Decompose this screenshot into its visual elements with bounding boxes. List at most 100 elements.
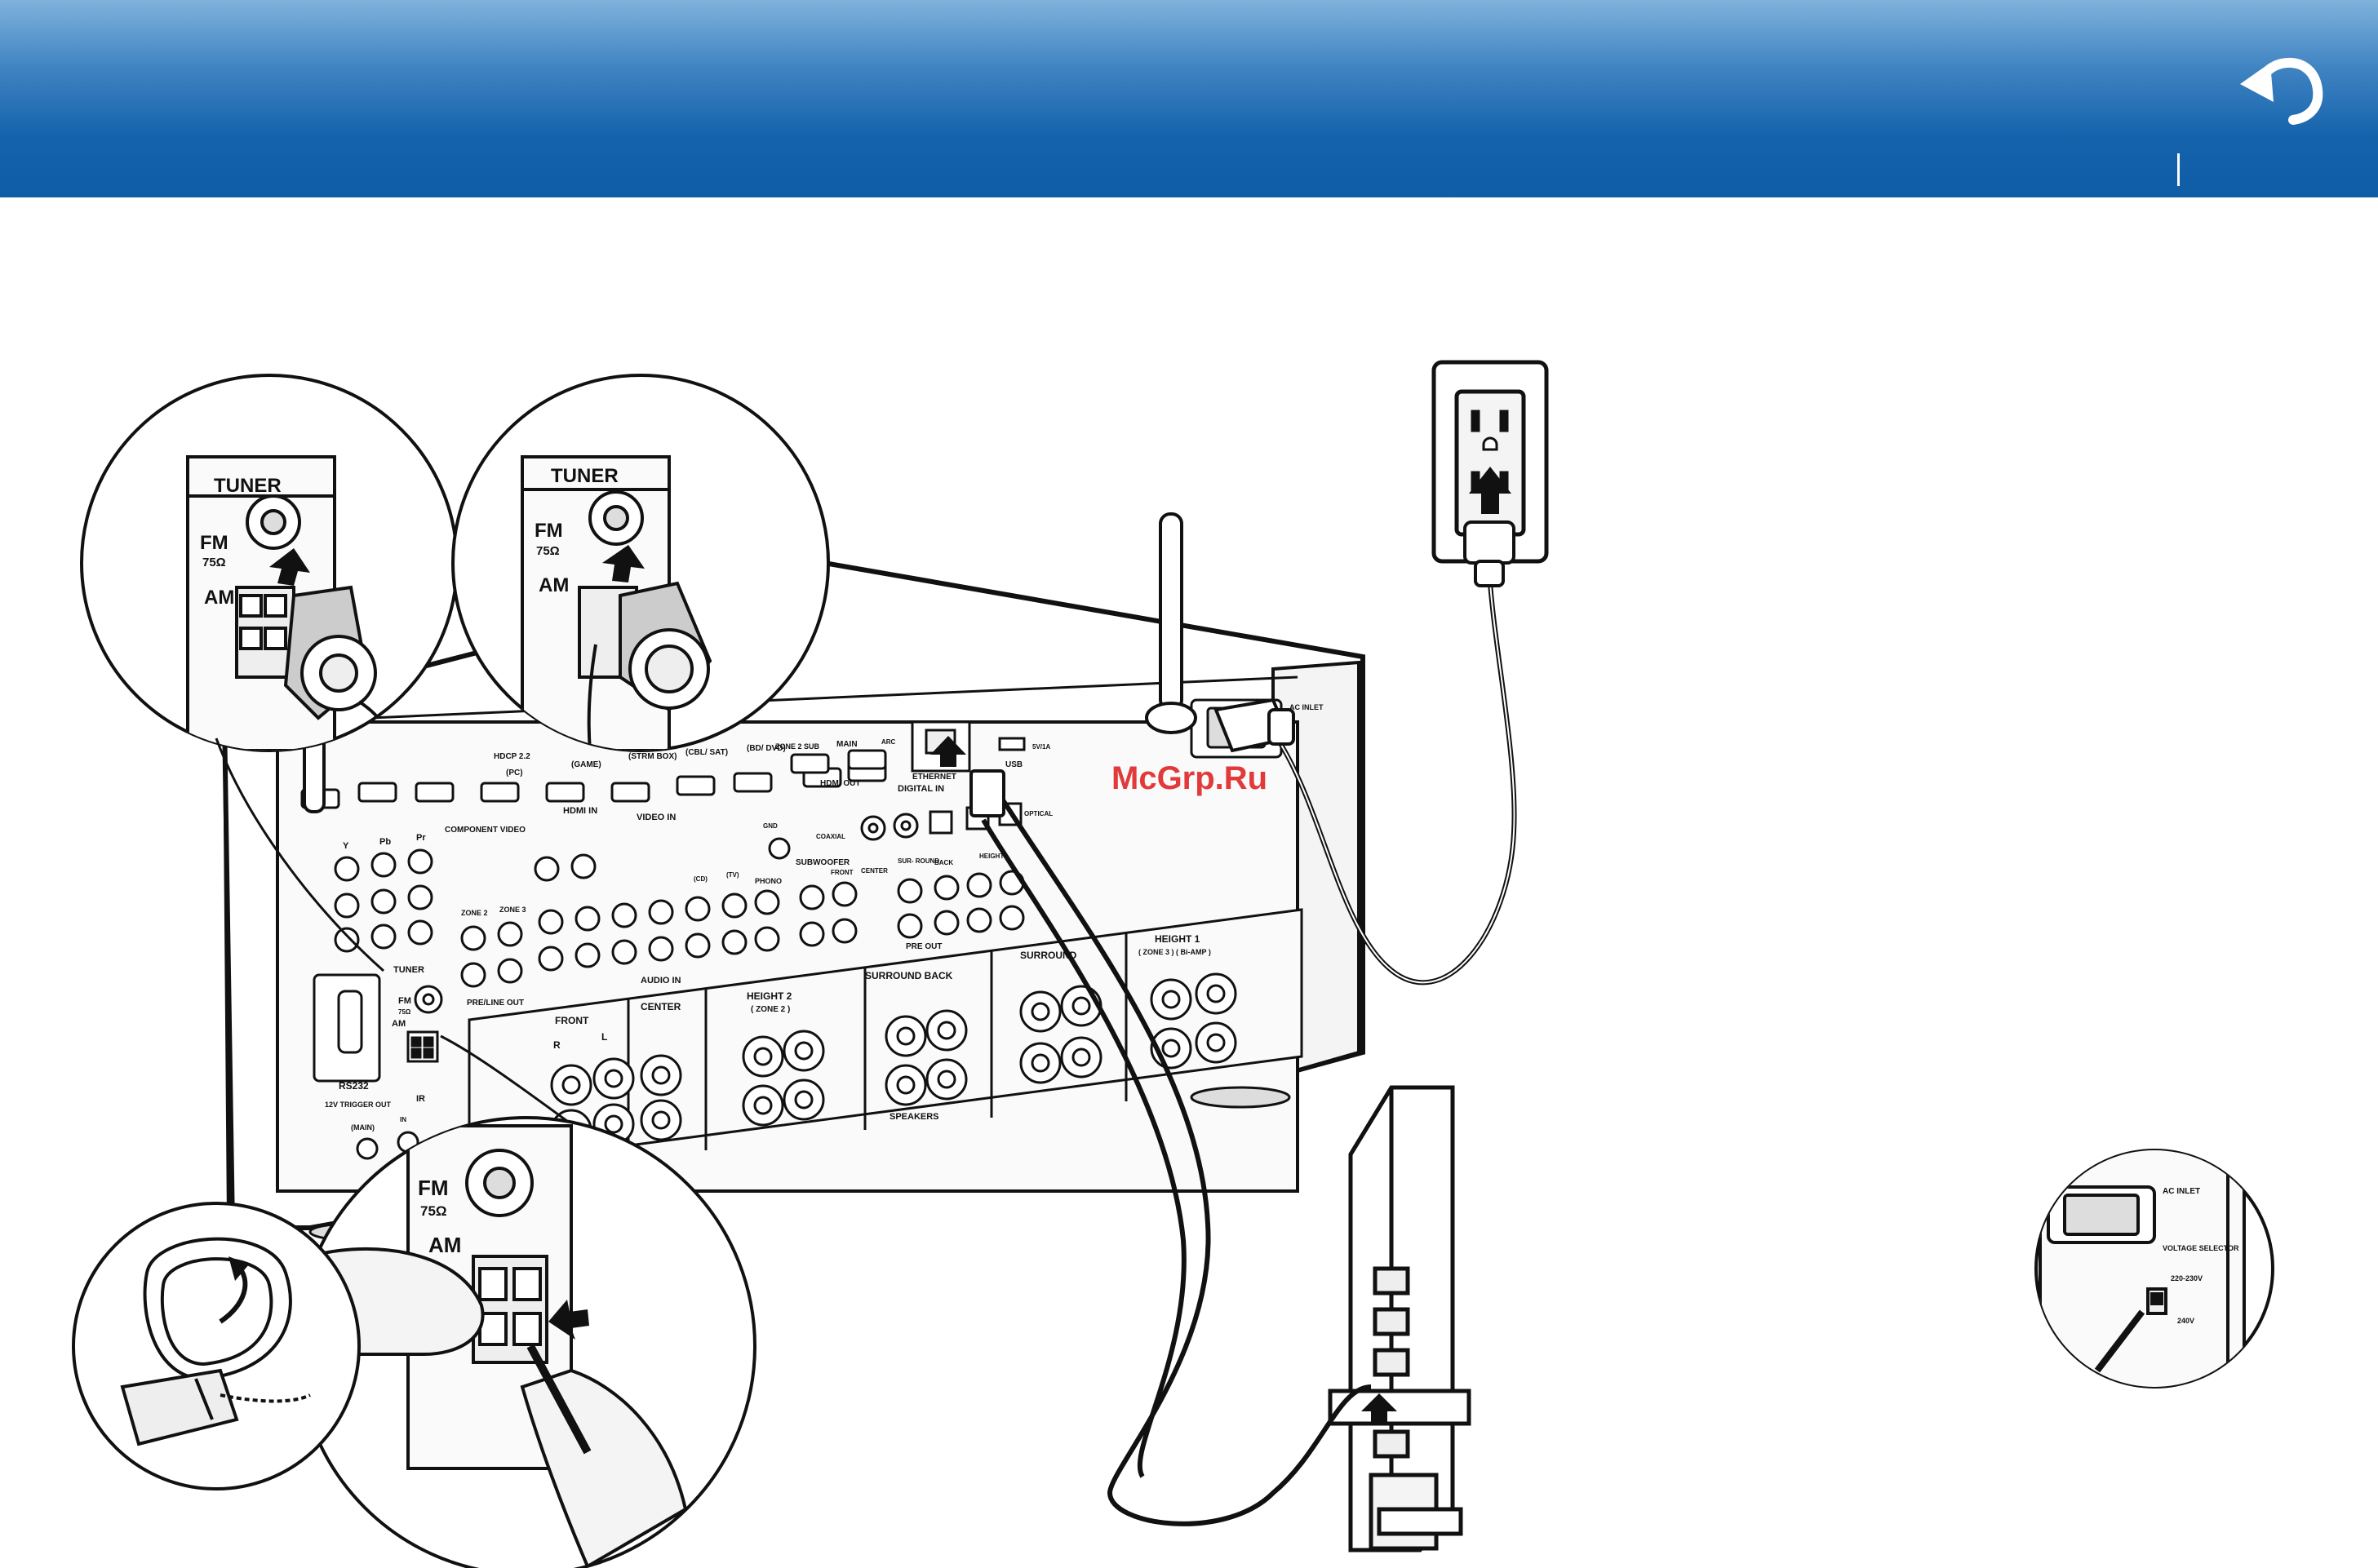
insert-arrow-am-icon: [548, 1300, 589, 1340]
hdcp-label: HDCP 2.2: [494, 752, 530, 761]
usb-label: USB: [1005, 760, 1023, 769]
subwoofer-label: SUBWOOFER: [796, 858, 850, 867]
pb-label: Pb: [379, 837, 391, 847]
pr-label: Pr: [416, 833, 426, 843]
zone2-label: ZONE 2: [461, 909, 488, 917]
front-spk-label: FRONT: [555, 1015, 589, 1026]
wall-outlet: [1431, 360, 1549, 564]
rs232-label: RS232: [339, 1080, 369, 1092]
insert-arrow-icon: [1469, 467, 1511, 514]
component-video-label: COMPONENT VIDEO: [445, 826, 526, 835]
rs232-port: [313, 973, 381, 1083]
digital-in-label: DIGITAL IN: [898, 784, 944, 794]
surround-back-label: SURROUND BACK: [865, 970, 953, 981]
video-in-label: VIDEO IN: [637, 813, 676, 822]
back-pre-label: BACK: [934, 859, 953, 866]
back-button[interactable]: [2236, 45, 2334, 135]
usb-port: [998, 737, 1026, 751]
surround-label: SURROUND: [1020, 950, 1077, 961]
trigger-label: 12V TRIGGER OUT: [325, 1101, 392, 1109]
ac-inlet-label: AC INLET: [1289, 703, 1324, 711]
pre-line-out-label: PRE/LINE OUT: [467, 999, 524, 1008]
hdmi-out-row: [790, 749, 887, 774]
zoom-right-am-label: AM: [539, 574, 569, 596]
height-pre-label: HEIGHT: [979, 853, 1004, 860]
ir-label: IR: [416, 1094, 425, 1104]
ohm-small-label: 75Ω: [398, 1008, 411, 1016]
zoom-left-ohm-label: 75Ω: [202, 556, 226, 569]
zoom-left-tuner-title: TUNER: [214, 475, 282, 497]
zoom-left-am-label: AM: [204, 587, 234, 609]
voltage-selector-label: VOLTAGE SELECTOR: [2163, 1244, 2239, 1252]
tv-label: (TV): [726, 871, 739, 879]
zoom-tuner-left: [80, 374, 459, 752]
zoom-voltage-selector: [2034, 1149, 2274, 1389]
zoom-am-fm-label: FM: [418, 1176, 449, 1200]
speakers-label: SPEAKERS: [890, 1112, 939, 1122]
zoom-am-am-label: AM: [428, 1233, 461, 1257]
insert-arrow-ethernet-icon: [930, 736, 966, 767]
strm-box-label: (STRM BOX): [628, 752, 677, 761]
audio-in-label: AUDIO IN: [641, 976, 681, 986]
watermark-text: McGrp.Ru: [1111, 760, 1268, 796]
power-plug-receiver: [1213, 698, 1295, 753]
tuner-label: TUNER: [393, 965, 424, 975]
fm-small-label: FM: [398, 996, 411, 1006]
rotate-arrowhead-icon: [228, 1256, 249, 1281]
hdmi-in-row: [300, 761, 887, 809]
cbl-sat-label: (CBL/ SAT): [685, 748, 728, 757]
l-label: L: [601, 1031, 607, 1043]
zoom-right-fm-label: FM: [535, 520, 563, 542]
front-pre-label: FRONT: [831, 869, 854, 876]
zoom-am-terminal: [296, 1116, 756, 1568]
ethernet-cable: [981, 773, 1372, 1526]
gnd-label: GND: [763, 822, 778, 830]
cd-label: (CD): [694, 875, 708, 883]
ethernet-plug-receiver: [969, 769, 1005, 817]
hdmi-out-label: HDMI OUT: [820, 779, 860, 788]
power-cable: [1275, 570, 1517, 986]
voltage-220-label: 220-230V: [2171, 1274, 2203, 1282]
pc-label: (PC): [506, 768, 523, 777]
voltage-ac-inlet-label: AC INLET: [2163, 1187, 2200, 1196]
phono-label: PHONO: [755, 877, 782, 885]
r-label: R: [553, 1039, 561, 1051]
zoom-left-fm-label: FM: [200, 532, 228, 554]
trigger-main-label: (MAIN): [351, 1123, 375, 1132]
height1-label: HEIGHT 1: [1155, 933, 1200, 945]
return-arrow-icon: [2240, 57, 2323, 125]
insert-arrow-fm-right-icon: [602, 545, 645, 582]
optical-label: OPTICAL: [1024, 810, 1053, 817]
am-small-label: AM: [392, 1019, 406, 1029]
zoom-am-ohm-label: 75Ω: [420, 1203, 447, 1219]
hdmi-in-label: HDMI IN: [563, 806, 597, 816]
pre-out-label: PRE OUT: [906, 942, 942, 951]
zoom-right-ohm-label: 75Ω: [536, 544, 560, 558]
zoom-right-tuner-title: TUNER: [551, 465, 619, 487]
header-divider: [2177, 153, 2180, 186]
ethernet-label: ETHERNET: [912, 773, 956, 782]
network-router: [1328, 1085, 1471, 1552]
zone2-sub-label: ZONE 2 SUB: [775, 742, 820, 751]
wireless-antenna: [1145, 512, 1197, 734]
coaxial-label: COAXIAL: [816, 833, 845, 840]
surround-pre-label: SUR- ROUND: [898, 857, 939, 865]
center-spk-label: CENTER: [641, 1001, 681, 1012]
zone3-label: ZONE 3: [499, 906, 526, 914]
game-label: (GAME): [571, 760, 601, 769]
ir-in-label: IN: [400, 1116, 406, 1123]
header-bar: [0, 0, 2378, 197]
insert-arrow-fm-left-icon: [269, 548, 310, 586]
fm-am-terminal: [406, 985, 443, 1063]
height2-label: HEIGHT 2: [747, 990, 792, 1002]
center-pre-label: CENTER: [861, 867, 888, 875]
zoom-am-loop-antenna: [72, 1202, 361, 1490]
zoom-tuner-right: [451, 374, 830, 752]
insert-arrow-router-icon: [1361, 1393, 1397, 1424]
zone3-biamp-label: ( ZONE 3 ) ( Bi-AMP ): [1138, 948, 1211, 956]
bd-dvd-label: (BD/ DVD): [747, 744, 786, 753]
power-plug-wall: [1463, 520, 1515, 587]
usb-rating-label: 5V/1A: [1032, 743, 1050, 751]
y-label: Y: [343, 841, 349, 851]
voltage-240-label: 240V: [2177, 1317, 2194, 1325]
